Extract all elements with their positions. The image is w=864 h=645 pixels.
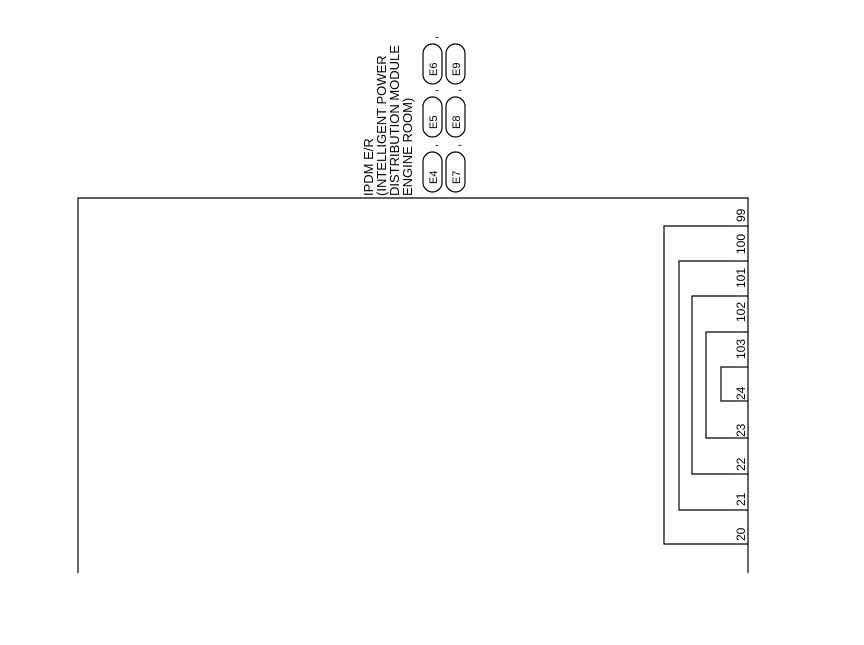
- wire-103-24: [720, 366, 734, 402]
- connector-pill-e9: [445, 43, 466, 85]
- pin-separators: [734, 225, 748, 511]
- pin-label: 20: [734, 527, 748, 541]
- pin-label: 99: [734, 208, 748, 222]
- pin-label: 21: [734, 492, 748, 506]
- header-line-1: IPDM E/R: [361, 138, 376, 196]
- header-line-4: ENGINE ROOM): [400, 98, 415, 196]
- module-outline: [77, 197, 749, 573]
- connector-pill-e7: [445, 151, 466, 193]
- pin-labels-bottom: 20 21 22 23 24: [734, 386, 748, 541]
- pin-labels-top: 99 100 101 102 103: [734, 208, 748, 359]
- wire-103-23: [705, 331, 734, 439]
- connector-separator: ,: [428, 89, 440, 92]
- connector-e7: E7: [451, 171, 463, 184]
- connector-codes: E4 , E5 , E6 , E7 , E8 , E9: [422, 36, 466, 193]
- pin-label: 101: [734, 268, 748, 288]
- pin-label: 103: [734, 339, 748, 359]
- connector-separator: ,: [428, 144, 440, 147]
- wire-102-22: [691, 295, 734, 475]
- connector-e5: E5: [428, 116, 440, 129]
- connector-pill-e6: [422, 43, 443, 85]
- connection-wires: [663, 225, 748, 545]
- wire-100-20: [663, 225, 748, 545]
- pin-label: 24: [734, 386, 748, 400]
- module-header: IPDM E/R (INTELLIGENT POWER DISTRIBUTION…: [361, 45, 415, 196]
- header-line-3: DISTRIBUTION MODULE: [387, 45, 402, 196]
- connector-separator: ,: [451, 89, 463, 92]
- connector-e6: E6: [428, 63, 440, 76]
- connector-e4: E4: [428, 171, 440, 184]
- connector-e9: E9: [451, 63, 463, 76]
- wire-101-21: [678, 260, 734, 511]
- connector-separator: ,: [451, 144, 463, 147]
- pin-label: 100: [734, 234, 748, 254]
- connector-pill-e8: [445, 96, 466, 138]
- pin-label: 23: [734, 423, 748, 437]
- connector-pill-e4: [422, 151, 443, 193]
- header-line-2: (INTELLIGENT POWER: [374, 55, 389, 196]
- connector-e8: E8: [451, 116, 463, 129]
- pin-label: 102: [734, 302, 748, 322]
- connector-separator: ,: [428, 36, 440, 39]
- connector-pill-e5: [422, 96, 443, 138]
- pin-label: 22: [734, 457, 748, 471]
